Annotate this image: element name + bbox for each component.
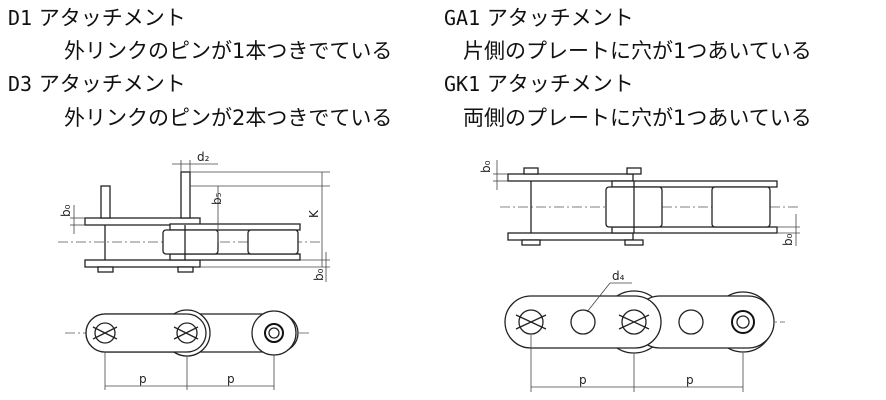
ga1-description: 片側のプレートに穴が1つあいている — [463, 39, 812, 63]
cotter-pin-2 — [173, 326, 199, 340]
d3-code: D3 — [8, 72, 33, 96]
g-cotter-pin-1 — [515, 314, 547, 330]
d3-name: アタッチメント — [38, 72, 186, 96]
outer-plate-top — [84, 217, 201, 226]
d-attachment-side-view: d₂ b₅ K b₀ b₀ — [58, 150, 330, 282]
d1-name: アタッチメント — [38, 6, 186, 30]
g-pin-2-end — [624, 239, 644, 246]
pin-1-end — [97, 266, 114, 273]
d1-code: D1 — [8, 6, 33, 30]
outer-plate-bottom — [84, 259, 201, 268]
ga1-code: GA1 — [444, 6, 481, 30]
p-label-1: p — [139, 372, 147, 386]
outer-plate — [85, 313, 207, 353]
g-inner-plate-bottom — [611, 226, 778, 234]
g-attachment-side-view: b₀ b₀ — [479, 160, 800, 246]
d-attachment-front-view: p p — [65, 309, 312, 390]
g-roller-2 — [711, 186, 771, 228]
g-attachment-hole-1 — [570, 309, 596, 335]
b5-label: b₅ — [210, 192, 224, 205]
pin-3-inner — [268, 327, 280, 339]
roller-1 — [162, 229, 219, 255]
g-attachment-front-view: d₄ p p — [504, 269, 785, 392]
gk1-title: GK1 アタッチメント — [444, 72, 634, 96]
p-label-2: p — [227, 372, 235, 386]
g-inner-plate-top — [611, 180, 778, 188]
g-p-label-1: p — [579, 373, 587, 387]
cotter-pin-1 — [92, 326, 118, 340]
d4-leader — [586, 282, 611, 313]
g-cotter-pin-2 — [618, 314, 650, 330]
b0-bottom-label: b₀ — [312, 268, 326, 281]
gk1-name: アタッチメント — [486, 72, 634, 96]
g-pin-1-end — [521, 239, 541, 246]
g-pin-3 — [731, 310, 755, 334]
g-p-label-2: p — [686, 373, 694, 387]
inner-plate-top — [169, 223, 301, 231]
extended-pin-2 — [180, 171, 191, 219]
ga1-title: GA1 アタッチメント — [444, 6, 634, 30]
g-pin-2-head — [626, 167, 642, 175]
roller-2 — [247, 229, 299, 255]
k-label: K — [307, 209, 321, 218]
g-b0-bottom-label: b₀ — [781, 233, 795, 246]
d1-title: D1 アタッチメント — [8, 6, 186, 30]
d3-title: D3 アタッチメント — [8, 72, 186, 96]
inner-plate-bottom — [169, 253, 301, 261]
g-b0-top-label: b₀ — [479, 160, 493, 173]
pin-2-end — [177, 266, 194, 273]
d2-label: d₂ — [197, 150, 210, 164]
g-pin-3-inner — [736, 315, 750, 329]
g-outer-plate-top — [507, 173, 634, 182]
gk1-description: 両側のプレートに穴が1つあいている — [463, 106, 812, 130]
g-pin-1-head — [523, 167, 539, 175]
gk1-code: GK1 — [444, 72, 481, 96]
d3-description: 外リンクのピンが2本つきでている — [64, 106, 393, 130]
d1-description: 外リンクのピンが1本つきでている — [64, 39, 393, 63]
ga1-name: アタッチメント — [486, 6, 634, 30]
g-outer-plate-bottom — [507, 232, 634, 241]
extended-pin-1 — [100, 185, 111, 219]
pin-3 — [264, 323, 284, 343]
g-attachment-hole-2 — [678, 309, 704, 335]
b0-top-label: b₀ — [59, 204, 73, 217]
d4-label: d₄ — [612, 269, 625, 283]
